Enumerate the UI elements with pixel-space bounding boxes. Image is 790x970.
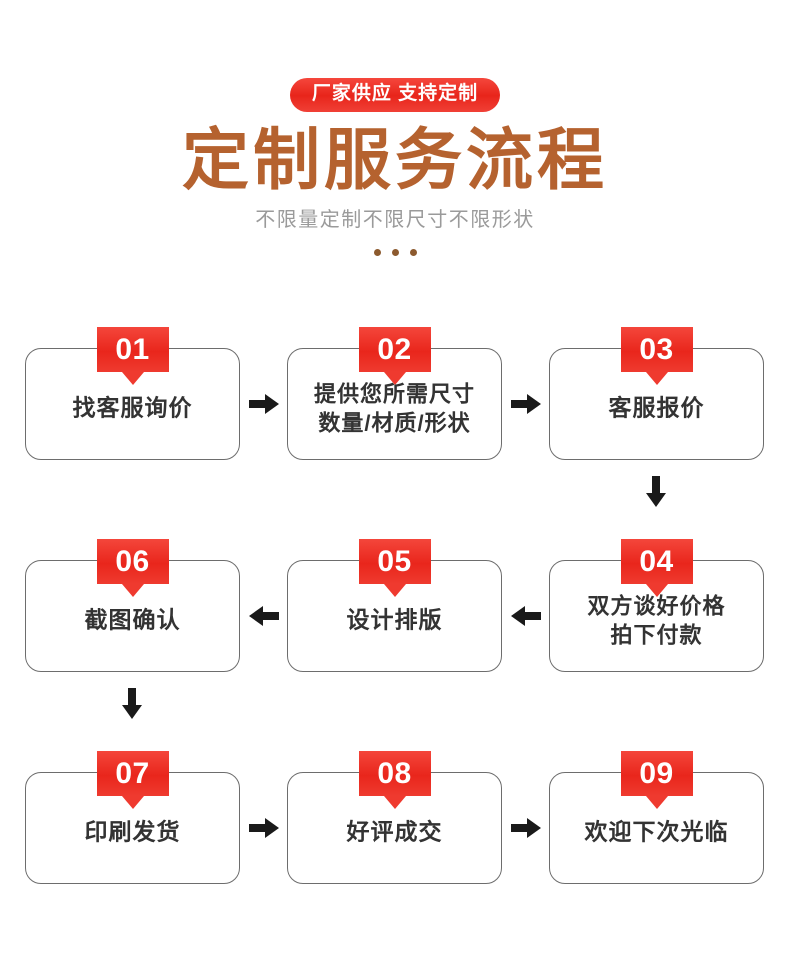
arrow-down-icon <box>121 688 143 720</box>
arrow-left-icon <box>249 605 279 627</box>
flow-step-05[interactable]: 05 设计排版 <box>287 539 502 672</box>
step-number-02: 02 <box>377 332 412 366</box>
step-number-06: 06 <box>115 544 150 578</box>
step-number-badge-01: 01 <box>96 327 169 372</box>
flow-step-08[interactable]: 08 好评成交 <box>287 751 502 884</box>
flow-step-09[interactable]: 09 欢迎下次光临 <box>549 751 764 884</box>
flow-step-06[interactable]: 06 截图确认 <box>25 539 240 672</box>
page-header: 厂家供应 支持定制 定制服务流程 不限量定制不限尺寸不限形状 <box>0 0 790 257</box>
arrow-right-icon <box>511 393 541 415</box>
arrow-right-icon <box>249 393 279 415</box>
step-number-08: 08 <box>377 756 412 790</box>
step-label-02: 提供您所需尺寸 数量/材质/形状 <box>313 381 475 436</box>
step-label-07: 印刷发货 <box>84 818 181 845</box>
flow-step-07[interactable]: 07 印刷发货 <box>25 751 240 884</box>
step-number-09: 09 <box>639 756 674 790</box>
step-label-01: 找客服询价 <box>72 394 193 421</box>
step-number-05: 05 <box>377 544 412 578</box>
step-number-badge-04: 04 <box>620 539 693 584</box>
step-number-badge-02: 02 <box>358 327 431 372</box>
flow-step-01[interactable]: 01 找客服询价 <box>25 327 240 460</box>
dots-separator <box>0 249 790 257</box>
step-number-badge-08: 08 <box>358 751 431 796</box>
arrow-right-icon <box>511 817 541 839</box>
page-title: 定制服务流程 <box>182 122 608 198</box>
step-number-badge-09: 09 <box>620 751 693 796</box>
dot-icon <box>391 249 399 257</box>
flow-step-02[interactable]: 02 提供您所需尺寸 数量/材质/形状 <box>287 327 502 460</box>
step-number-badge-05: 05 <box>358 539 431 584</box>
step-label-08: 好评成交 <box>346 818 443 845</box>
step-label-09: 欢迎下次光临 <box>584 818 729 845</box>
dot-icon <box>409 249 417 257</box>
step-label-06: 截图确认 <box>84 606 181 633</box>
step-number-03: 03 <box>639 332 674 366</box>
flow-step-04[interactable]: 04 双方谈好价格 拍下付款 <box>549 539 764 672</box>
step-number-04: 04 <box>639 544 674 578</box>
step-number-07: 07 <box>115 756 150 790</box>
page-subtitle: 不限量定制不限尺寸不限形状 <box>255 209 535 232</box>
arrow-right-icon <box>249 817 279 839</box>
step-label-04: 双方谈好价格 拍下付款 <box>587 593 726 648</box>
arrow-left-icon <box>511 605 541 627</box>
step-number-badge-07: 07 <box>96 751 169 796</box>
step-number-01: 01 <box>115 332 150 366</box>
step-label-05: 设计排版 <box>346 606 443 633</box>
header-badge: 厂家供应 支持定制 <box>289 78 501 112</box>
step-number-badge-03: 03 <box>620 327 693 372</box>
dot-icon <box>373 249 381 257</box>
arrow-down-icon <box>645 476 667 508</box>
step-label-03: 客服报价 <box>608 394 705 421</box>
flow-step-03[interactable]: 03 客服报价 <box>549 327 764 460</box>
step-number-badge-06: 06 <box>96 539 169 584</box>
